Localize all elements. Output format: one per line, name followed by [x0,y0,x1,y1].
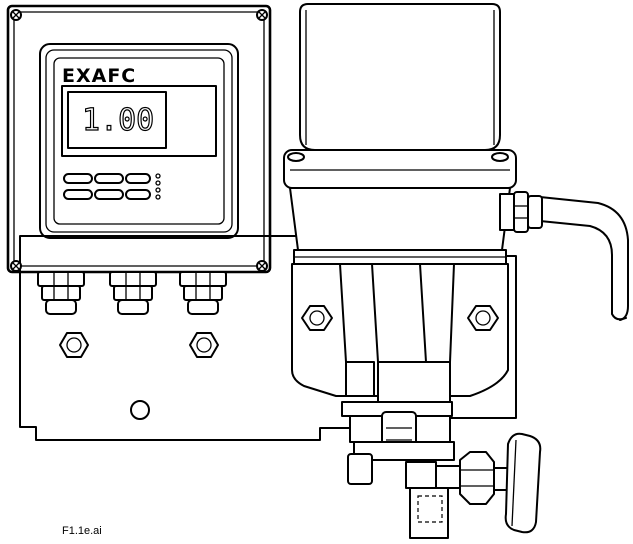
block-hex-bolt-left [301,305,333,331]
plate-hex-nut-right [189,332,219,358]
cable-gland-1 [37,271,85,315]
valve-handle-knob [504,432,542,534]
lcd-screen [67,91,167,149]
key-button [63,173,93,184]
front-panel [39,43,239,239]
status-leds [155,173,161,200]
sensor-housing [289,187,511,251]
sensor-head-cover [299,3,501,151]
plate-hex-nut-left [59,332,89,358]
cable-gland-nut [499,193,515,231]
valve-body [435,465,461,489]
brand-logo: EXAFC [62,65,136,87]
mounting-hole [130,400,150,420]
block-hex-bolt-right [467,305,499,331]
key-button [63,189,93,200]
lcd-window [61,85,217,157]
cable-gland-3 [179,271,227,315]
key-button [94,173,124,184]
signal-cable [539,196,629,321]
tee-nut-left [347,453,373,485]
signal-cable-lower [539,220,627,321]
valve-hex-nut [459,451,495,505]
lcd-reading: 1.00 [82,103,154,138]
key-button [94,189,124,200]
keypad [63,173,151,200]
key-button [125,189,151,200]
drain-connector [405,461,437,489]
pipe-tee [353,441,455,461]
sensor-head-flange [283,149,517,189]
figure-caption: F1.1e.ai [62,525,102,537]
key-button [125,173,151,184]
cable-gland-2 [109,271,157,315]
